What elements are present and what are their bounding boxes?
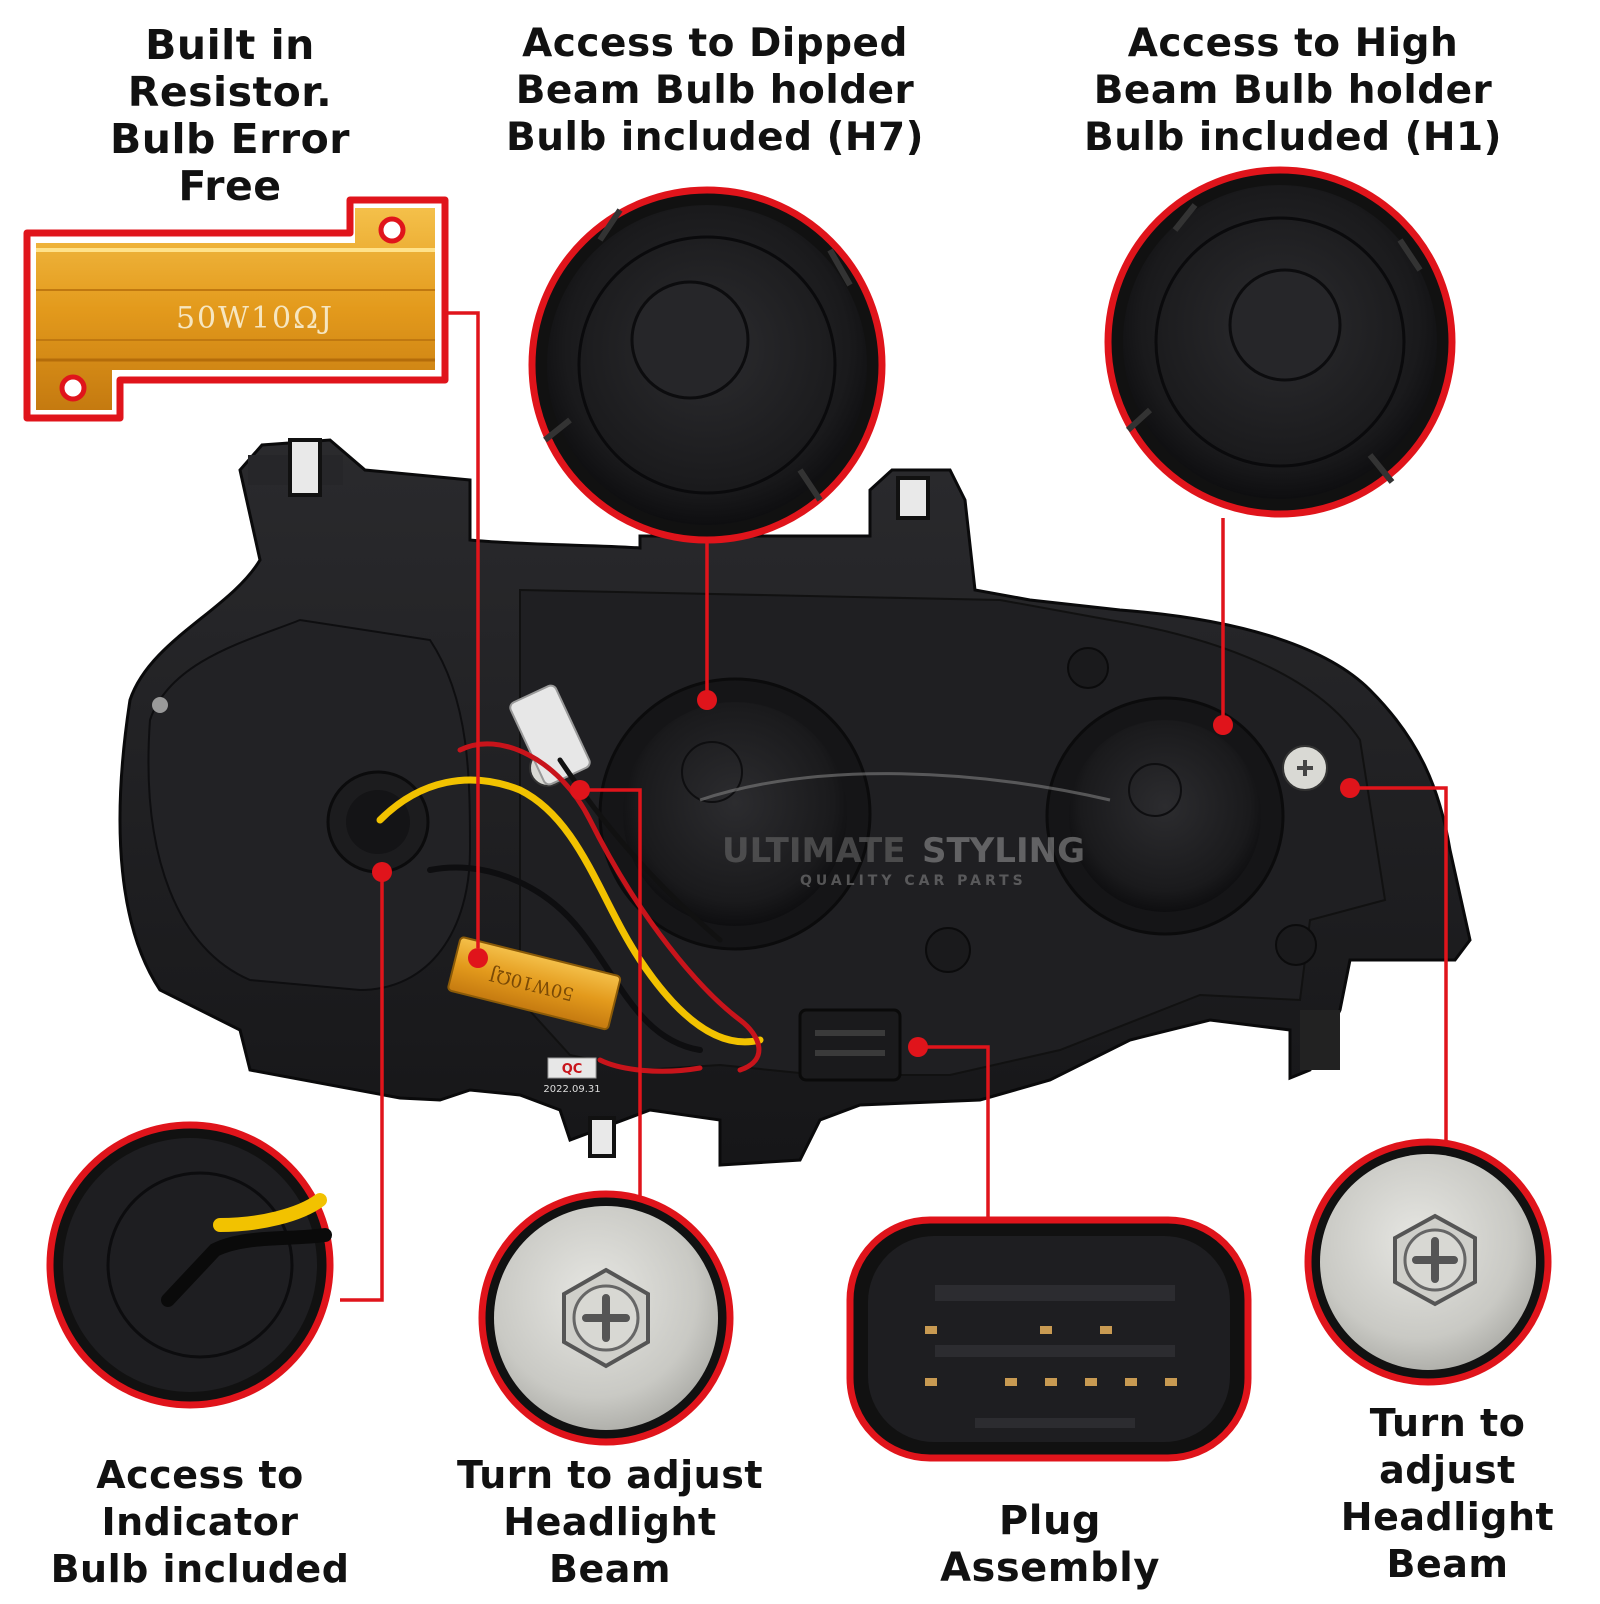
resistor-marking: 50W10ΩJ (176, 301, 334, 336)
label-resistor-line-3: Bulb Error (110, 115, 350, 163)
label-high-line-1: Access to High (1127, 21, 1459, 66)
callout-line-indicator (340, 872, 384, 1302)
dipped-beam-zoom (528, 186, 886, 544)
resistor-mount-hole-bottom (59, 374, 87, 402)
label-resistor-line-4: Free (178, 162, 282, 210)
label-adjust-left: Turn to adjust Headlight Beam (405, 1452, 815, 1593)
resistor-on-housing: 50W10ΩJ (447, 936, 622, 1031)
label-plug-line-1: Plug (998, 1498, 1102, 1544)
watermark: ULTIMATE STYLING QUALITY CAR PARTS (699, 772, 1111, 889)
label-dipped-beam: Access to Dipped Beam Bulb holder Bulb i… (455, 20, 975, 161)
label-adjust-left-line-3: Beam (549, 1547, 671, 1591)
label-high-line-3: Bulb included (H1) (1083, 115, 1503, 160)
adjust-left-zoom (478, 1190, 734, 1446)
resistor-mount-hole-top (378, 216, 406, 244)
label-plug: Plug Assembly (880, 1498, 1220, 1592)
indicator-zoom (46, 1121, 334, 1409)
adjust-right-zoom (1304, 1138, 1552, 1386)
callout-line-adjust-right (1350, 786, 1448, 1150)
high-beam-zoom (1104, 166, 1456, 518)
plug-zoom (846, 1216, 1252, 1462)
watermark-brand-b: STYLING (922, 831, 1085, 871)
label-adjust-right-line-4: Beam (1386, 1542, 1509, 1586)
callout-line-adjust-left (580, 788, 642, 1198)
label-indicator: Access to Indicator Bulb included (0, 1452, 400, 1593)
qc-tag-label: QC (562, 1062, 583, 1077)
qc-tag: QC 2022.09.31 (543, 1057, 601, 1095)
headlight-housing (118, 438, 1472, 1167)
label-plug-line-2: Assembly (940, 1545, 1160, 1591)
label-adjust-right: Turn to adjust Headlight Beam (1300, 1400, 1595, 1588)
callout-dots (372, 690, 1360, 1057)
callout-lines (340, 311, 1448, 1302)
label-adjust-left-line-1: Turn to adjust (456, 1453, 764, 1497)
callout-line-resistor (445, 311, 480, 948)
label-dipped-line-3: Bulb included (H7) (505, 115, 925, 160)
watermark-brand-a: ULTIMATE (722, 831, 905, 871)
label-adjust-right-line-3: Headlight (1340, 1495, 1555, 1539)
label-indicator-line-2: Indicator (101, 1500, 299, 1544)
label-high-beam: Access to High Beam Bulb holder Bulb inc… (1018, 20, 1568, 161)
label-high-line-2: Beam Bulb holder (1093, 68, 1493, 113)
label-resistor: Built in Resistor. Bulb Error Free (40, 22, 420, 210)
label-indicator-line-1: Access to (96, 1453, 304, 1497)
callout-line-plug (918, 1045, 990, 1220)
label-adjust-left-line-2: Headlight (503, 1500, 717, 1544)
label-adjust-right-line-1: Turn to (1369, 1401, 1526, 1445)
watermark-tagline: QUALITY CAR PARTS (800, 873, 1027, 889)
label-resistor-line-1: Built in (145, 21, 315, 69)
qc-tag-date: 2022.09.31 (543, 1084, 600, 1095)
label-resistor-line-2: Resistor. (127, 68, 333, 116)
label-indicator-line-3: Bulb included (50, 1547, 350, 1591)
resistor-zoom: 50W10ΩJ (23, 196, 449, 422)
label-dipped-line-2: Beam Bulb holder (515, 68, 915, 113)
label-adjust-right-line-2: adjust (1379, 1448, 1516, 1492)
label-dipped-line-1: Access to Dipped (522, 21, 908, 66)
